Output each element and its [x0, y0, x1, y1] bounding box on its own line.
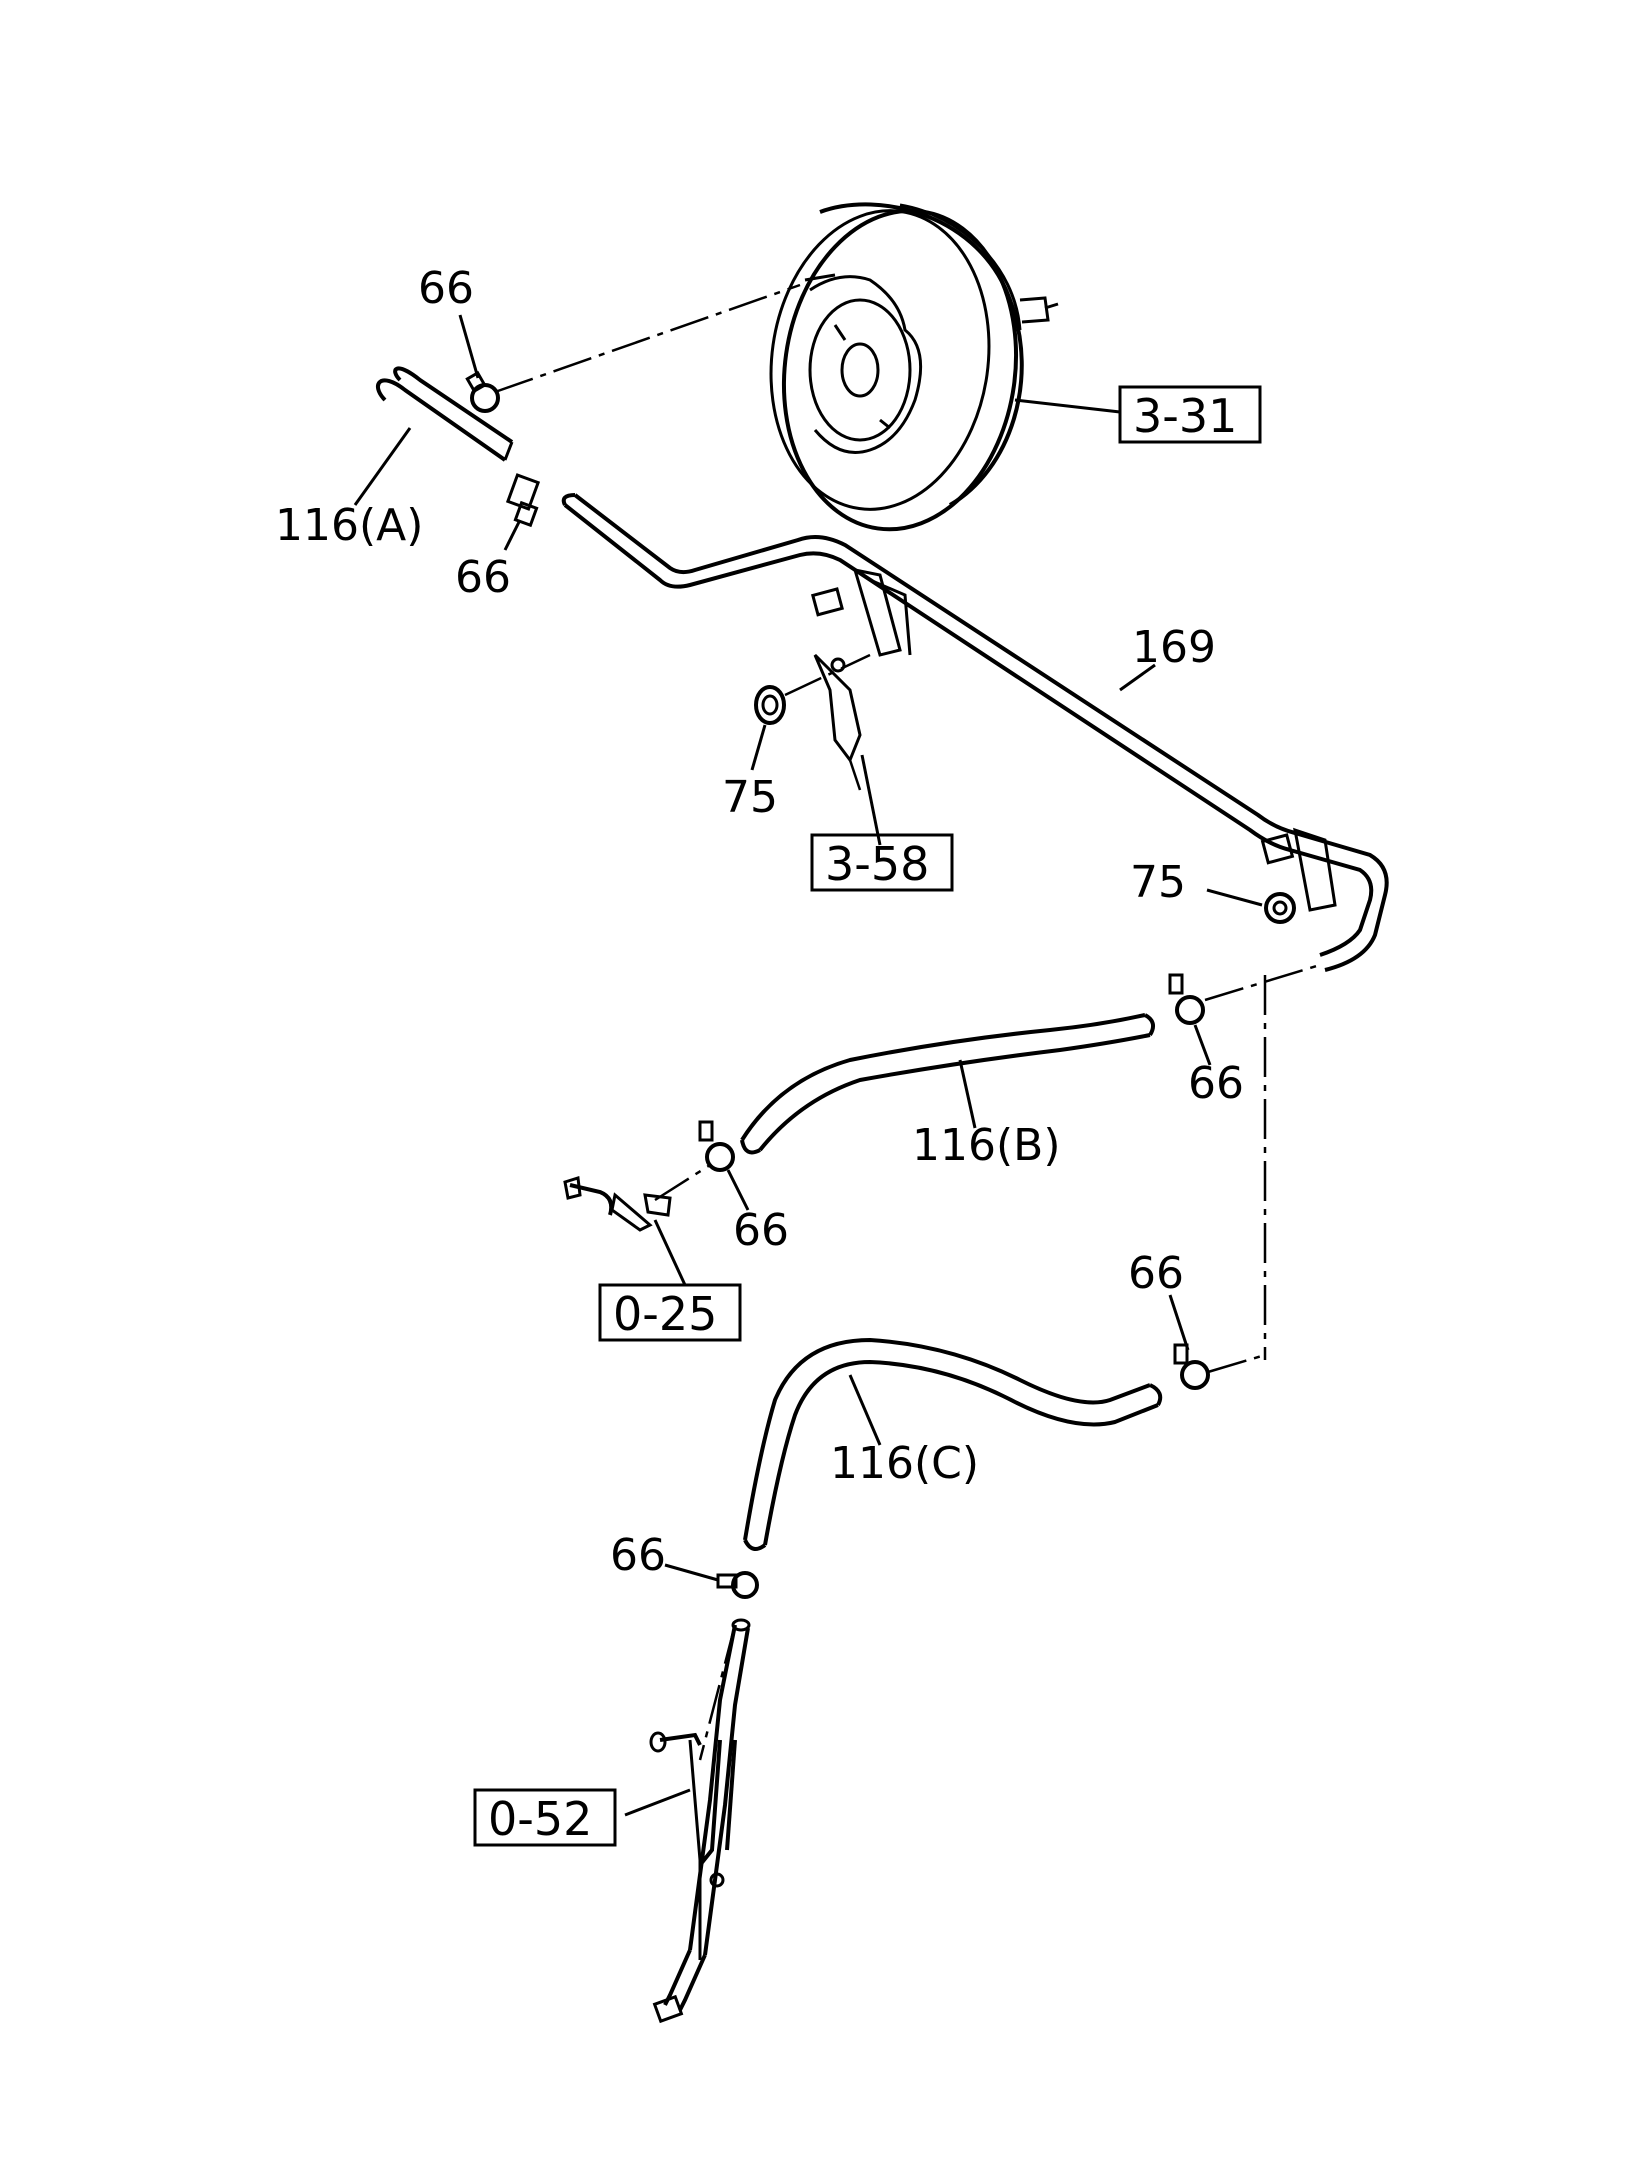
ref-3-31: 3-31 [1133, 389, 1237, 443]
ref-0-25: 0-25 [613, 1287, 717, 1341]
hose-116a [375, 366, 514, 462]
ref-0-52: 0-52 [488, 1792, 592, 1846]
callout-66-bottom: 66 [610, 1530, 666, 1581]
bracket-3-58 [813, 653, 862, 764]
ref-box-3-31: 3-31 [1118, 385, 1262, 444]
callout-116a: 116(A) [275, 500, 423, 551]
clamp-66-top [465, 370, 500, 413]
nut-75-right [1264, 892, 1296, 924]
fitting-0-25 [563, 1176, 672, 1232]
pipe-169 [561, 493, 1389, 972]
ref-box-0-52: 0-52 [473, 1788, 617, 1847]
pipe-0-52 [649, 1618, 751, 2024]
union-fitting-66 [505, 473, 541, 528]
ref-box-0-25: 0-25 [598, 1283, 742, 1342]
callout-66-b-left: 66 [733, 1205, 789, 1256]
callout-66-a2: 66 [455, 552, 511, 603]
callout-116b: 116(B) [912, 1120, 1061, 1171]
ref-3-58: 3-58 [825, 837, 929, 891]
clamp-66-bottom [716, 1571, 759, 1599]
callout-116c: 116(C) [830, 1438, 979, 1489]
callout-169: 169 [1132, 622, 1216, 673]
brake-booster [769, 202, 1059, 532]
leader-3-31 [1014, 398, 1121, 414]
callout-66-b-right: 66 [1188, 1058, 1244, 1109]
callout-66-top: 66 [418, 263, 474, 314]
callout-75-right: 75 [1130, 857, 1186, 908]
hose-116c [743, 1337, 1163, 1551]
pipe-clip-center [810, 568, 912, 657]
ref-box-3-58: 3-58 [810, 833, 954, 892]
clamp-66-c-right [1173, 1343, 1210, 1390]
connection-line-booster [494, 283, 801, 394]
nut-75-left [754, 685, 786, 725]
clamp-66-b-right [1168, 973, 1205, 1025]
hose-116b [740, 1013, 1156, 1155]
clamp-66-b-left [698, 1120, 735, 1172]
pipe-clip-right [1260, 827, 1337, 912]
callout-75-left: 75 [722, 772, 778, 823]
callout-66-c-right: 66 [1128, 1248, 1184, 1299]
